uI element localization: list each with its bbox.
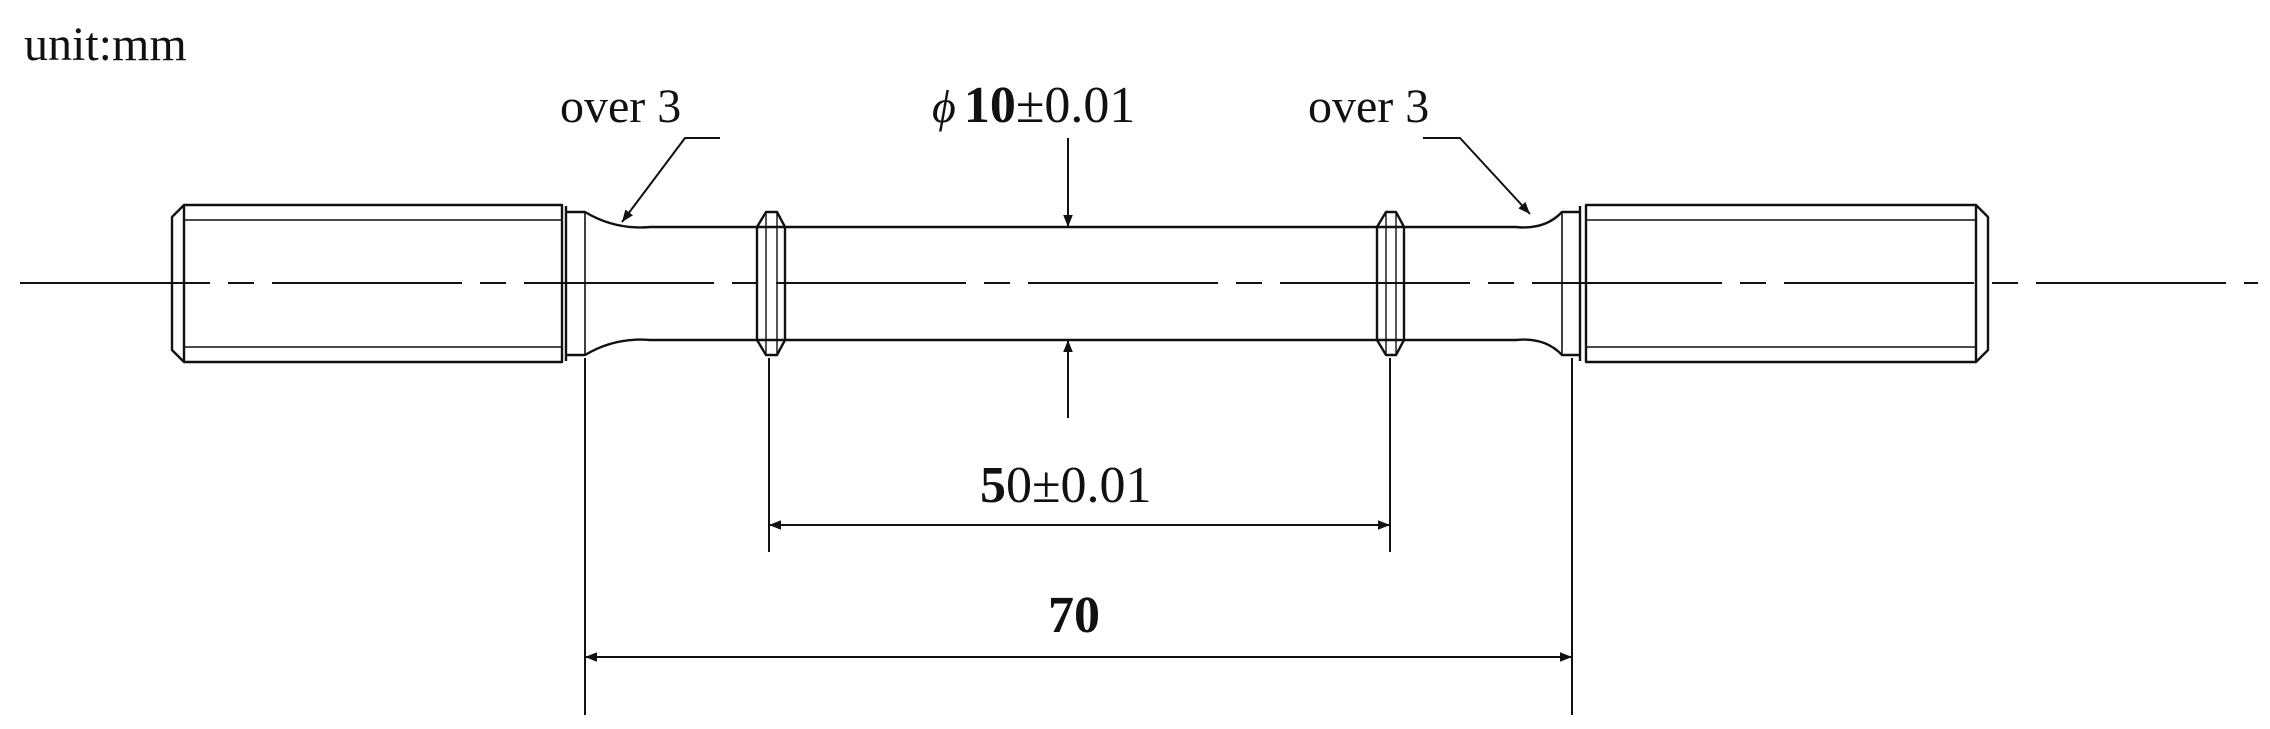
diameter-value: 10	[964, 77, 1016, 134]
left-radius-leader	[621, 137, 720, 223]
right-threaded-grip	[1578, 203, 1990, 364]
left-radius-label: over 3	[560, 80, 681, 133]
specimen-body	[566, 210, 1580, 357]
diameter-symbol: ϕ	[932, 81, 956, 132]
gauge-mark-left	[755, 210, 787, 357]
gauge-length-bold: 5	[980, 457, 1006, 514]
right-radius-label: over 3	[1308, 80, 1429, 133]
overall-length-label: 70	[1048, 587, 1100, 644]
gauge-mark-right	[1375, 210, 1406, 357]
unit-label: unit:mm	[24, 18, 187, 71]
gauge-length-label: 50±0.01	[980, 457, 1152, 514]
gauge-length-rest: 0±0.01	[1006, 457, 1152, 514]
left-threaded-grip	[170, 203, 568, 364]
right-radius-leader	[1423, 137, 1531, 215]
diameter-tolerance: ±0.01	[1016, 77, 1136, 134]
